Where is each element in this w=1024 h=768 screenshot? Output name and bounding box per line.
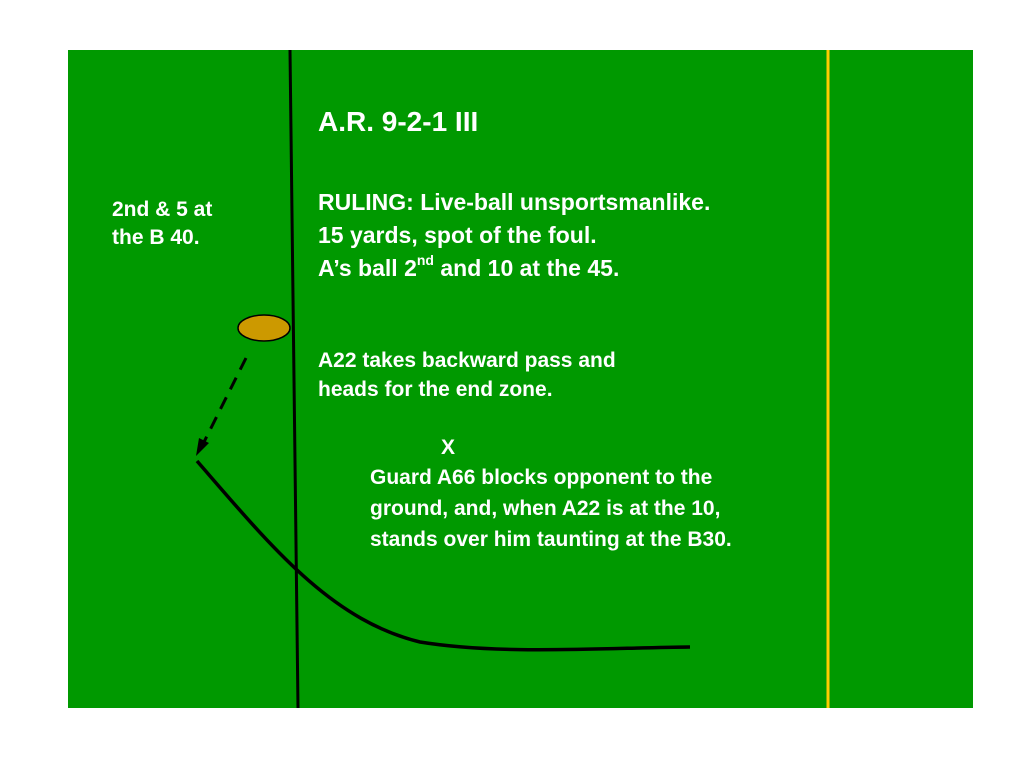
down-distance-line: the B 40. <box>112 226 200 249</box>
foul-description: Guard A66 blocks opponent to the ground,… <box>370 462 732 555</box>
foul-line: stands over him taunting at the B30. <box>370 528 732 551</box>
ruling-line-prefix: A’s ball 2 <box>318 255 417 281</box>
line-of-scrimmage <box>288 49 300 709</box>
ruling-text: RULING: Live-ball unsportsmanlike. 15 ya… <box>318 186 710 285</box>
backward-pass-arrow <box>201 357 248 445</box>
ruling-line-suffix: and 10 at the 45. <box>433 255 620 281</box>
down-distance-line: 2nd & 5 at <box>112 198 213 221</box>
play-line: A22 takes backward pass and <box>318 349 616 372</box>
foul-line: ground, and, when A22 is at the 10, <box>370 497 721 520</box>
play-line: heads for the end zone. <box>318 378 553 401</box>
down-and-distance: 2nd & 5 at the B 40. <box>112 196 212 252</box>
ruling-ordinal-suffix: nd <box>416 252 434 269</box>
slide-title: A.R. 9-2-1 III <box>318 106 479 137</box>
football-field <box>68 50 973 708</box>
foul-spot-marker: X <box>441 436 456 459</box>
ruling-line: RULING: Live-ball unsportsmanlike. <box>318 189 711 215</box>
foul-line: Guard A66 blocks opponent to the <box>370 466 713 489</box>
runner-path <box>195 459 691 652</box>
play-description: A22 takes backward pass and heads for th… <box>318 346 616 404</box>
football-icon <box>237 314 291 342</box>
arrowhead-icon <box>196 438 209 456</box>
ruling-line: 15 yards, spot of the foul. <box>318 222 597 248</box>
